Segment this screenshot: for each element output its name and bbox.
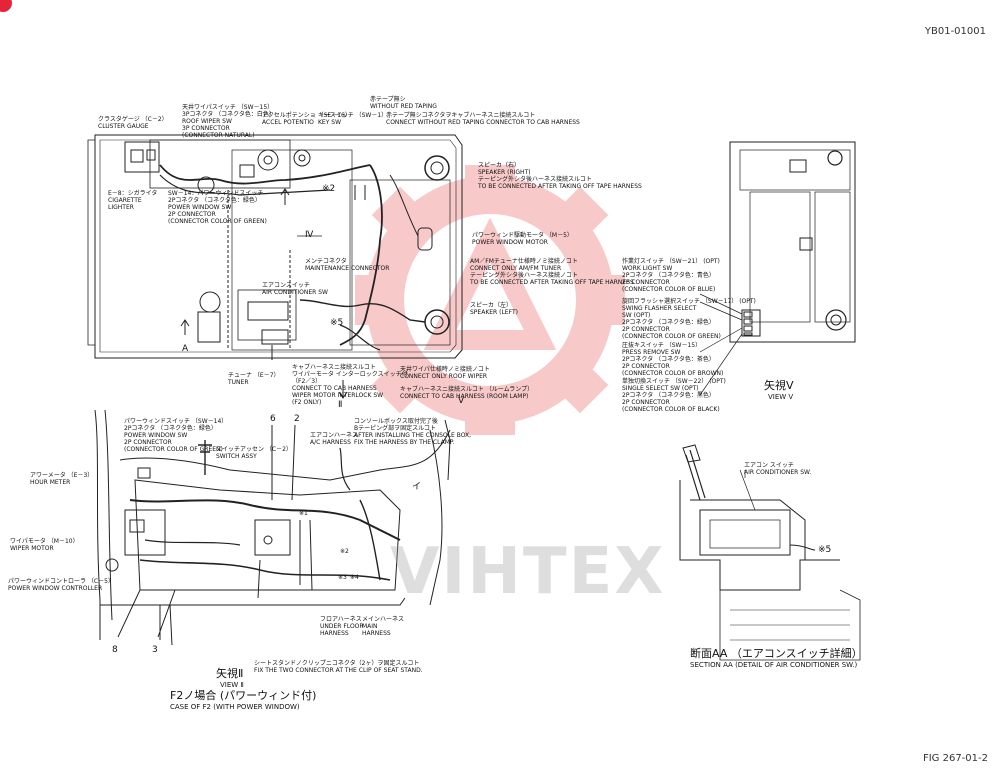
callout-2: 2 bbox=[294, 414, 300, 424]
switch-assy-label: スイッチアッセン （C－2）SWITCH ASSY bbox=[216, 446, 292, 460]
room-lamp-label: キャブハーネスニ接続スルコト （ルームランプ）CONNECT TO CAB HA… bbox=[400, 386, 534, 400]
wire-mark-3: ※3 bbox=[338, 574, 347, 581]
arrow-i-label: イ bbox=[412, 482, 422, 492]
hour-meter-label: アワーメータ （E－3）HOUR METER bbox=[30, 472, 94, 486]
arrow-ii-label: Ⅱ bbox=[338, 400, 343, 410]
power-window-motor-label: パワーウィンド駆動モータ （M－5）POWER WINDOW MOTOR bbox=[472, 232, 573, 246]
section-aa-wire-m5: ※5 bbox=[818, 545, 832, 555]
arrow-iv-label: Ⅳ bbox=[305, 230, 314, 240]
case-f2-title: F2ノ場合 (パワーウィンド付) bbox=[170, 689, 317, 702]
cab-harness-wiper-label: キャブハーネスニ接続スルコトワイパーモータ インターロックスイッチ付（F2／3）… bbox=[292, 364, 408, 406]
cluster-gauge-label: クラスタゲージ （C－2）CLUSTER GAUGE bbox=[98, 116, 168, 130]
watermark-text: VIHTEX bbox=[390, 535, 666, 609]
corner-mark bbox=[0, 0, 12, 12]
flasher-sw-label: 旋回フラッシャ選択スイッチ （SW－17） (OPT)SWING FLASHER… bbox=[622, 298, 756, 340]
callout-8: 8 bbox=[112, 645, 118, 655]
wire-mark-m2: ※2 bbox=[322, 184, 336, 194]
arrow-v-label: Ⅴ bbox=[458, 396, 465, 406]
speaker-left-label: スピーカ（左）SPEAKER (LEFT) bbox=[470, 302, 518, 316]
section-aa-title-en: SECTION AA (DETAIL OF AIR CONDITIONER SW… bbox=[690, 661, 858, 669]
tuner-label: チューナ （E－7）TUNER bbox=[228, 372, 280, 386]
top-view-drawing bbox=[87, 134, 463, 399]
wiper-motor-label: ワイパモータ （M－10）WIPER MOTOR bbox=[10, 538, 79, 552]
fig-code: FIG 267-01-2 bbox=[922, 753, 988, 764]
accel-potentio-label: アクセルポテンショ （SE－16）ACCEL POTENTIO bbox=[262, 112, 351, 126]
view-v-title-en: VIEW Ⅴ bbox=[768, 393, 794, 401]
view-ii-title: 矢視Ⅱ bbox=[216, 667, 244, 680]
section-a-marker: A bbox=[182, 344, 189, 354]
view-ii-title-en: VIEW Ⅱ bbox=[220, 681, 244, 689]
section-aa-drawing bbox=[679, 444, 861, 661]
wire-mark-m5: ※5 bbox=[330, 318, 344, 328]
wire-mark-2: ※2 bbox=[340, 548, 349, 555]
view-v-title: 矢視Ⅴ bbox=[764, 379, 794, 392]
section-aa-title: 断面AA （エアコンスイッチ詳細） bbox=[690, 647, 863, 660]
view-ii-drawing bbox=[94, 409, 451, 646]
single-select-sw-label: 単独切換スイッチ （SW－22） (OPT)SINGLE SELECT SW (… bbox=[622, 378, 726, 413]
callout-6: 6 bbox=[270, 414, 276, 424]
callout-3: 3 bbox=[152, 645, 158, 655]
doc-code: YB01-01001 bbox=[924, 26, 986, 37]
case-f2-title-en: CASE OF F2 (WITH POWER WINDOW) bbox=[170, 703, 300, 711]
watermark-logo bbox=[355, 165, 625, 435]
view-v-drawing bbox=[699, 141, 856, 396]
speaker-right-label: スピーカ（右）SPEAKER (RIGHT)テーピング外シタ後ハーネス接続スルコ… bbox=[478, 162, 642, 190]
wire-mark-4: ※4 bbox=[350, 574, 359, 581]
view-ii-power-window-sw-label: パワーウィンドスイッチ （SW－14）2Pコネクタ （コネクタ色：緑色）POWE… bbox=[124, 418, 228, 453]
key-sw-label: キースイッチ （SW－1）KEY SW bbox=[318, 112, 388, 126]
roof-wiper-sw-label: 天井ワイパスイッチ （SW－15）3Pコネクタ （コネクタ色：白色）ROOF W… bbox=[182, 104, 275, 139]
wire-mark-1: ※1 bbox=[299, 510, 308, 517]
power-window-controller-label: パワーウィンドコントローラ （C－5）POWER WINDOW CONTROLL… bbox=[8, 578, 114, 592]
